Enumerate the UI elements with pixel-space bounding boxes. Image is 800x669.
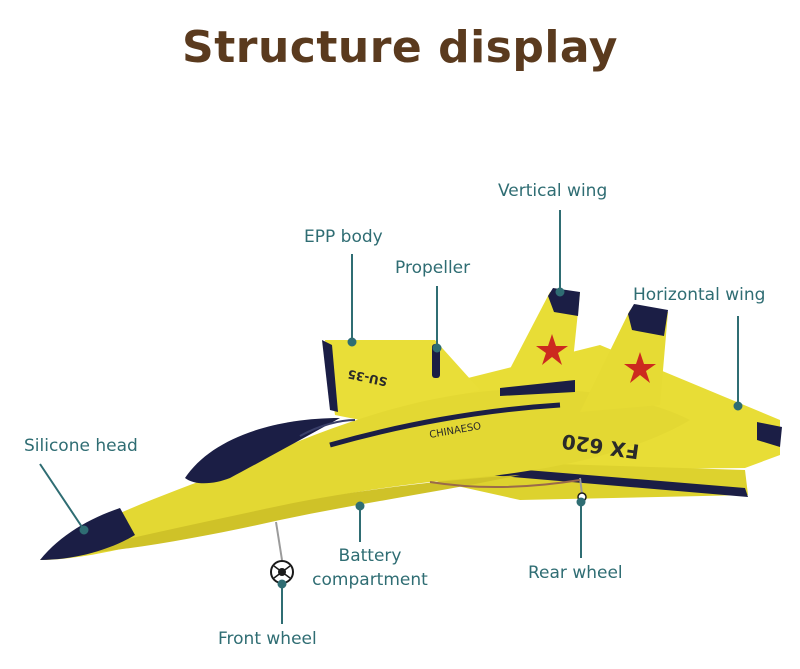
label-horizontal-wing: Horizontal wing bbox=[633, 285, 766, 305]
leader-dot-silicone-head bbox=[79, 525, 89, 535]
label-silicone-head: Silicone head bbox=[24, 436, 138, 456]
star-decal-left bbox=[536, 334, 568, 365]
leader-dot-horizontal-wing bbox=[733, 401, 743, 411]
horizontal-stabilizer-tip bbox=[757, 422, 782, 447]
label-battery-line1: Battery bbox=[338, 546, 402, 566]
canopy-frame bbox=[299, 419, 356, 437]
label-rear-wheel: Rear wheel bbox=[528, 563, 623, 583]
label-front-wheel: Front wheel bbox=[218, 629, 317, 649]
vertical-tail-right-tip bbox=[628, 304, 668, 336]
vertical-tail-left-base bbox=[500, 380, 575, 396]
propeller-blade bbox=[432, 344, 440, 378]
leader-dot-vertical-wing bbox=[555, 287, 565, 297]
front-wing-edge bbox=[322, 340, 338, 412]
leader-dot-epp-body bbox=[347, 337, 357, 347]
vertical-tail-left-tip bbox=[548, 288, 580, 316]
leader-dot-propeller bbox=[432, 343, 442, 353]
vertical-tail-left bbox=[500, 292, 580, 390]
label-epp-body: EPP body bbox=[304, 227, 383, 247]
gear-wire bbox=[429, 479, 581, 489]
body-stripe bbox=[329, 402, 561, 448]
leader-silicone-head bbox=[39, 463, 85, 531]
label-vertical-wing: Vertical wing bbox=[498, 181, 608, 201]
vertical-tail-right bbox=[580, 310, 668, 412]
leader-dot-battery bbox=[355, 501, 365, 511]
nose-cone bbox=[40, 508, 135, 560]
front-gear-strut bbox=[275, 521, 283, 561]
star-decal-right bbox=[624, 352, 656, 383]
label-battery-line2: compartment bbox=[312, 570, 428, 590]
rear-gear-strut bbox=[579, 477, 583, 495]
leader-dot-front-wheel bbox=[277, 579, 287, 589]
fuselage bbox=[40, 389, 690, 560]
fuselage-shadow bbox=[60, 475, 520, 555]
leader-dot-rear-wheel bbox=[576, 497, 586, 507]
label-propeller: Propeller bbox=[395, 258, 471, 278]
front-wing bbox=[325, 340, 480, 420]
page-title: Structure display bbox=[182, 22, 618, 73]
